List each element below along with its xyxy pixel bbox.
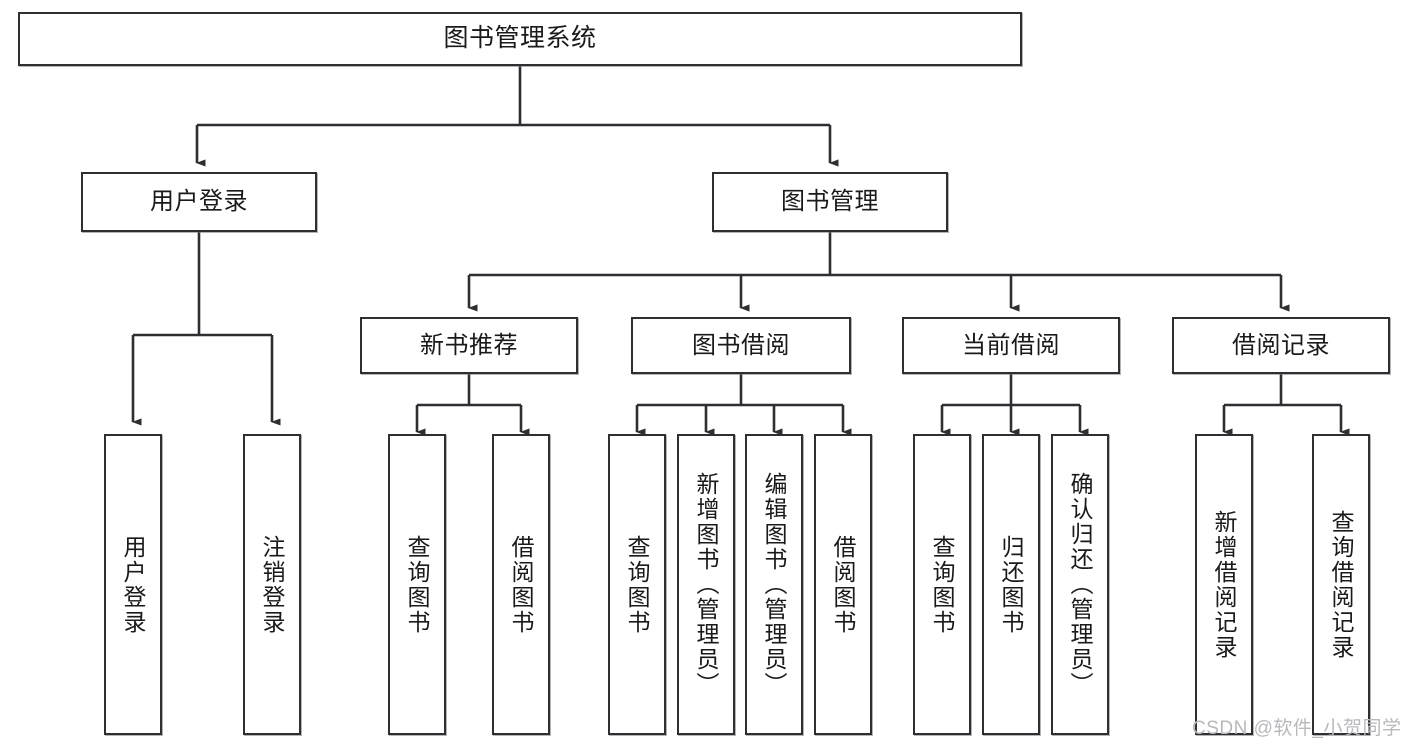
node-label: 用户登录 bbox=[120, 534, 147, 635]
leaf-borrow-book-recommend[interactable]: 借阅图书 bbox=[492, 434, 550, 735]
node-label: 查询图书 bbox=[624, 534, 651, 635]
node-label: 注销登录 bbox=[259, 534, 286, 635]
node-label: 图书管理 bbox=[781, 188, 879, 215]
node-label: 新增图书（管理员） bbox=[693, 472, 720, 697]
node-current-borrow[interactable]: 当前借阅 bbox=[902, 317, 1120, 374]
node-label: 图书借阅 bbox=[692, 331, 790, 359]
csdn-watermark: CSDN @软件_小贺同学 bbox=[1192, 718, 1402, 739]
node-new-book-recommend[interactable]: 新书推荐 bbox=[360, 317, 578, 374]
node-borrow-record[interactable]: 借阅记录 bbox=[1172, 317, 1390, 374]
node-label: 编辑图书（管理员） bbox=[761, 472, 788, 697]
node-root-system[interactable]: 图书管理系统 bbox=[18, 12, 1022, 66]
node-label: 借阅图书 bbox=[830, 534, 857, 635]
node-book-management[interactable]: 图书管理 bbox=[712, 172, 948, 232]
leaf-edit-book-admin[interactable]: 编辑图书（管理员） bbox=[745, 434, 803, 735]
node-label: 用户登录 bbox=[150, 188, 248, 215]
leaf-user-login[interactable]: 用户登录 bbox=[104, 434, 162, 735]
leaf-query-book-recommend[interactable]: 查询图书 bbox=[388, 434, 446, 735]
node-book-borrow[interactable]: 图书借阅 bbox=[631, 317, 851, 374]
leaf-query-book-current[interactable]: 查询图书 bbox=[913, 434, 971, 735]
node-label: 归还图书 bbox=[998, 534, 1025, 635]
node-label: 查询借阅记录 bbox=[1328, 509, 1355, 660]
leaf-query-borrow-record[interactable]: 查询借阅记录 bbox=[1312, 434, 1370, 735]
node-label: 确认归还（管理员） bbox=[1067, 472, 1094, 697]
node-label: 查询图书 bbox=[404, 534, 431, 635]
leaf-return-book[interactable]: 归还图书 bbox=[982, 434, 1040, 735]
leaf-borrow-book[interactable]: 借阅图书 bbox=[814, 434, 872, 735]
leaf-query-book-borrow[interactable]: 查询图书 bbox=[608, 434, 666, 735]
node-label: 当前借阅 bbox=[962, 331, 1060, 359]
node-label: 新增借阅记录 bbox=[1211, 509, 1238, 660]
leaf-logout[interactable]: 注销登录 bbox=[243, 434, 301, 735]
leaf-add-borrow-record[interactable]: 新增借阅记录 bbox=[1195, 434, 1253, 735]
node-label: 借阅记录 bbox=[1232, 331, 1330, 359]
node-user-login[interactable]: 用户登录 bbox=[81, 172, 317, 232]
node-label: 新书推荐 bbox=[420, 331, 518, 359]
node-label: 借阅图书 bbox=[508, 534, 535, 635]
leaf-confirm-return-admin[interactable]: 确认归还（管理员） bbox=[1051, 434, 1109, 735]
node-label: 图书管理系统 bbox=[443, 24, 597, 53]
node-label: 查询图书 bbox=[929, 534, 956, 635]
leaf-add-book-admin[interactable]: 新增图书（管理员） bbox=[677, 434, 735, 735]
